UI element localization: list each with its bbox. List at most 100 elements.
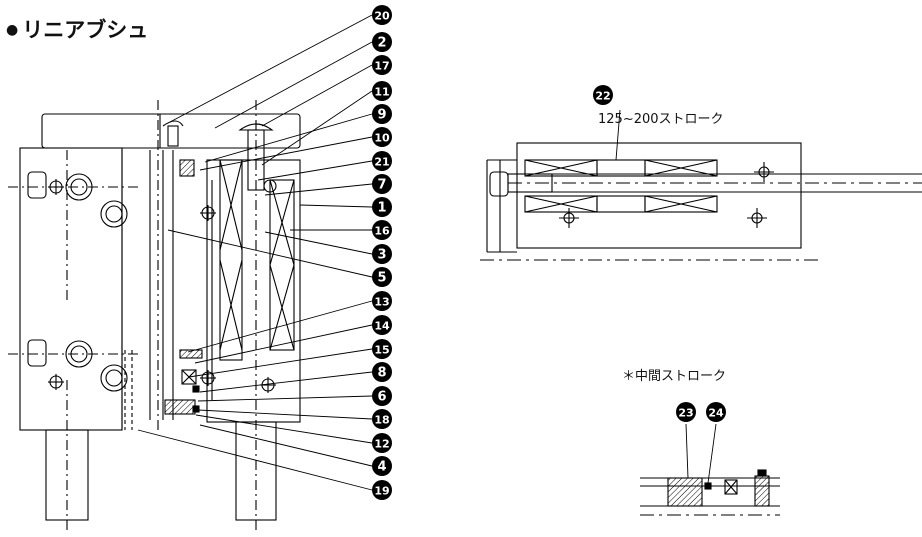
callout-5: 5 [372, 267, 392, 287]
callout-13: 13 [372, 291, 392, 311]
leader-line [197, 409, 373, 420]
leader-line [197, 395, 373, 402]
callout-15: 15 [372, 339, 392, 359]
callout-circle [372, 151, 392, 171]
leader-line [261, 90, 373, 166]
callout-19: 19 [372, 480, 392, 500]
title-bullet: ● [6, 22, 19, 38]
callout-23: 23 [676, 402, 696, 422]
title-text: リニアブシュ [22, 18, 149, 42]
cylinder-body [19, 147, 123, 431]
callout-circle [372, 55, 392, 75]
callout-number: 23 [678, 407, 693, 420]
callout-number: 19 [374, 485, 389, 498]
callout-number: 20 [374, 10, 390, 23]
callout-circle [706, 402, 726, 422]
callout-4: 4 [372, 456, 392, 476]
leader-line [194, 324, 373, 364]
callout-12: 12 [372, 433, 392, 453]
callout-circle [372, 32, 392, 52]
callout-circle [372, 291, 392, 311]
leader-line [188, 348, 373, 378]
callout-14: 14 [372, 315, 392, 335]
callout-number: 24 [708, 407, 724, 420]
callout-number: 12 [374, 438, 389, 451]
side-view [480, 109, 922, 261]
callout-circle [372, 433, 392, 453]
leader-line [199, 136, 373, 171]
callout-circle [372, 267, 392, 287]
leader-line [167, 229, 373, 278]
callout-6: 6 [372, 386, 392, 406]
callout-number: 5 [377, 271, 386, 286]
callout-number: 16 [374, 225, 390, 238]
callout-circle [372, 244, 392, 264]
callout-3: 3 [372, 244, 392, 264]
callout-circle [372, 362, 392, 382]
leader-line [204, 113, 373, 163]
callout-circle [372, 174, 392, 194]
callout-1: 1 [372, 197, 392, 217]
stroke-range-caption: 125~200ストローク [598, 112, 724, 127]
mid-stroke-caption: ＊中間ストローク [622, 369, 727, 384]
leader-line [257, 160, 373, 181]
callout-circle [372, 81, 392, 101]
callout-circle [372, 339, 392, 359]
callout-22: 22 [593, 85, 613, 105]
side-callout-markers: 22 [593, 85, 613, 105]
top-plate [41, 113, 301, 149]
callout-circle [676, 402, 696, 422]
callout-7: 7 [372, 174, 392, 194]
main-section-view [8, 100, 301, 533]
leader-line [137, 429, 373, 491]
leader-line [214, 41, 373, 129]
callout-number: 14 [374, 320, 390, 333]
leader-line [187, 300, 373, 353]
mid-stroke-detail [640, 423, 780, 516]
callout-number: 11 [374, 86, 389, 99]
callout-number: 4 [377, 460, 386, 475]
callout-number: 15 [374, 344, 389, 357]
callout-2: 2 [372, 32, 392, 52]
callout-number: 22 [595, 90, 610, 103]
callout-18: 18 [372, 409, 392, 429]
callout-circle [372, 409, 392, 429]
callout-16: 16 [372, 220, 392, 240]
callout-number: 2 [377, 36, 386, 51]
callout-circle [372, 5, 392, 25]
callout-number: 7 [377, 178, 386, 193]
callout-circle [372, 220, 392, 240]
callout-10: 10 [372, 127, 392, 147]
leader-line [299, 204, 373, 208]
callout-11: 11 [372, 81, 392, 101]
callout-number: 10 [374, 132, 390, 145]
mid-callout-markers: 23 24 [676, 402, 726, 422]
callout-circle [593, 85, 613, 105]
page-title: ●リニアブシュ [6, 14, 148, 44]
callout-circle [372, 456, 392, 476]
leader-line [169, 14, 373, 123]
callout-circle [372, 127, 392, 147]
leader-line [264, 231, 373, 255]
callout-24: 24 [706, 402, 726, 422]
callout-circle [372, 315, 392, 335]
side-body [516, 142, 802, 249]
callout-21: 21 [372, 151, 392, 171]
callout-number: 6 [377, 390, 386, 405]
callout-circle [372, 480, 392, 500]
callout-20: 20 [372, 5, 392, 25]
callout-number: 8 [377, 366, 386, 381]
leader-line [195, 414, 373, 444]
leader-line [199, 424, 373, 467]
callout-17: 17 [372, 55, 392, 75]
callout-number: 3 [377, 248, 386, 263]
callout-number: 17 [374, 60, 389, 73]
callout-9: 9 [372, 104, 392, 124]
callout-circle [372, 197, 392, 217]
leader-line [261, 64, 373, 127]
callout-number: 1 [377, 201, 386, 216]
leader-line [264, 183, 373, 196]
